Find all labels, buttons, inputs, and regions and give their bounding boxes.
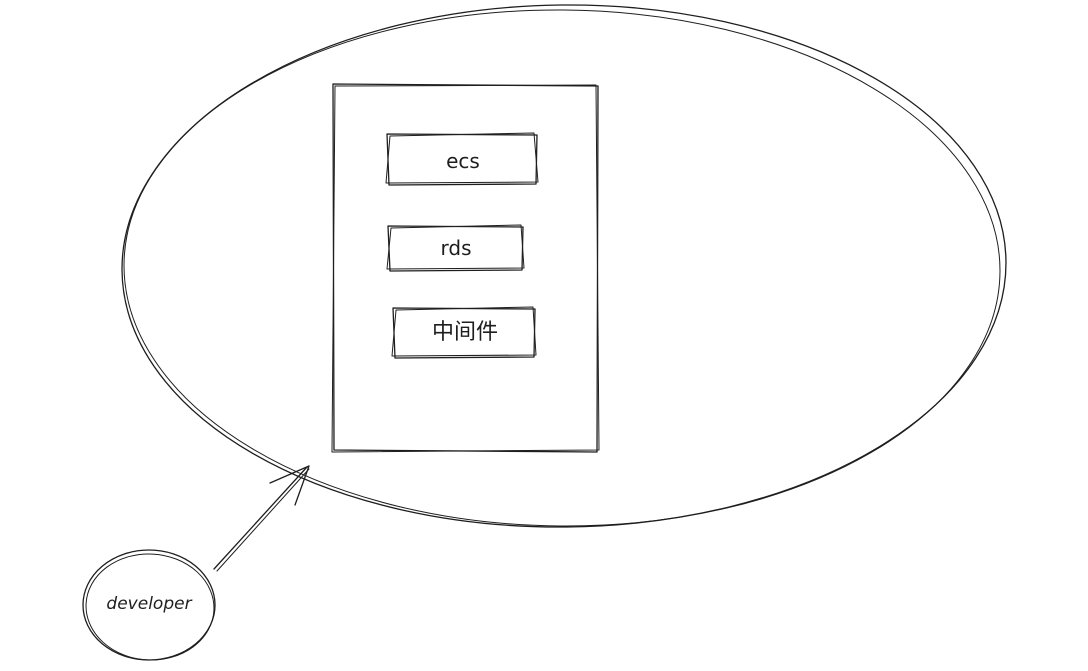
service-container[interactable] [331, 83, 600, 453]
middleware-label: 中间件 [431, 320, 498, 345]
ecs-label: ecs [446, 149, 480, 173]
developer-arrow [213, 465, 310, 572]
ecs-box[interactable] [385, 132, 539, 186]
developer-label: developer [106, 594, 192, 614]
system-boundary-ellipse[interactable] [119, 0, 1008, 531]
developer-actor-circle[interactable] [82, 549, 217, 663]
rds-label: rds [440, 236, 472, 260]
middleware-box[interactable] [391, 306, 537, 359]
rds-box[interactable] [386, 224, 525, 272]
